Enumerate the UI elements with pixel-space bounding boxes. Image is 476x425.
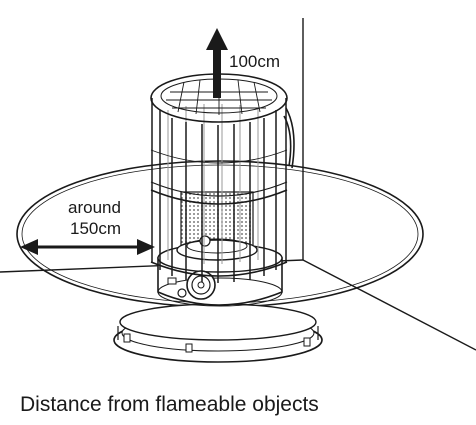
burner-core <box>176 191 258 261</box>
side-clearance-label-line2: 150cm <box>70 219 122 238</box>
cage-front-bars <box>151 98 287 283</box>
heater-base <box>113 303 323 363</box>
side-clearance-label-line1: around <box>68 198 121 217</box>
knob-icon <box>167 270 216 300</box>
diagram-caption: Distance from flameable objects <box>20 393 319 416</box>
heater-clearance-diagram <box>0 18 476 363</box>
side-clearance-arrow <box>20 239 155 255</box>
vertical-clearance-label: 100cm <box>229 52 281 71</box>
vertical-clearance-arrow <box>206 28 228 98</box>
handle <box>283 107 295 169</box>
